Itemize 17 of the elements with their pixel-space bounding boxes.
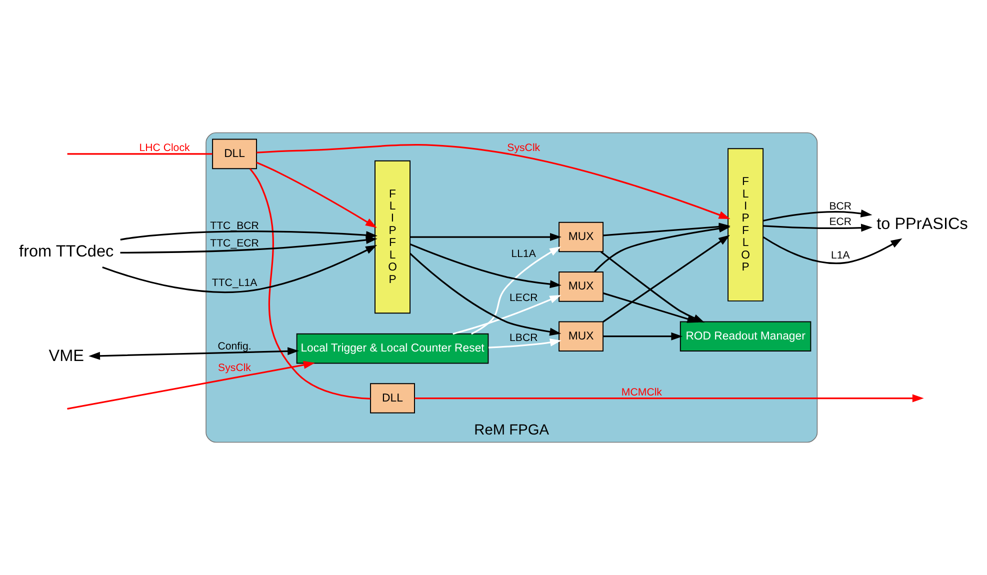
edge-label: TTC_L1A	[212, 277, 258, 290]
edge-label: LBCR	[510, 332, 538, 344]
edge-label: LL1A	[511, 248, 536, 260]
edge-label: LECR	[510, 292, 538, 304]
edge-label: SysClk	[507, 142, 540, 154]
node-text: to PPrASICs	[876, 214, 968, 233]
node-text: VME	[48, 346, 84, 365]
edge-label: Config.	[218, 340, 252, 353]
edge-label: TTC_BCR	[210, 220, 259, 232]
edge-label: ECR	[829, 216, 852, 228]
edge-label: MCMClk	[621, 386, 662, 398]
edge-label: BCR	[829, 200, 852, 213]
edge-label: SysClk	[218, 362, 251, 374]
edge-label: LHC Clock	[139, 142, 190, 154]
edge-label: TTC_ECR	[210, 237, 259, 250]
edge-label: L1A	[831, 250, 850, 262]
node-text: from TTCdec	[19, 242, 114, 261]
